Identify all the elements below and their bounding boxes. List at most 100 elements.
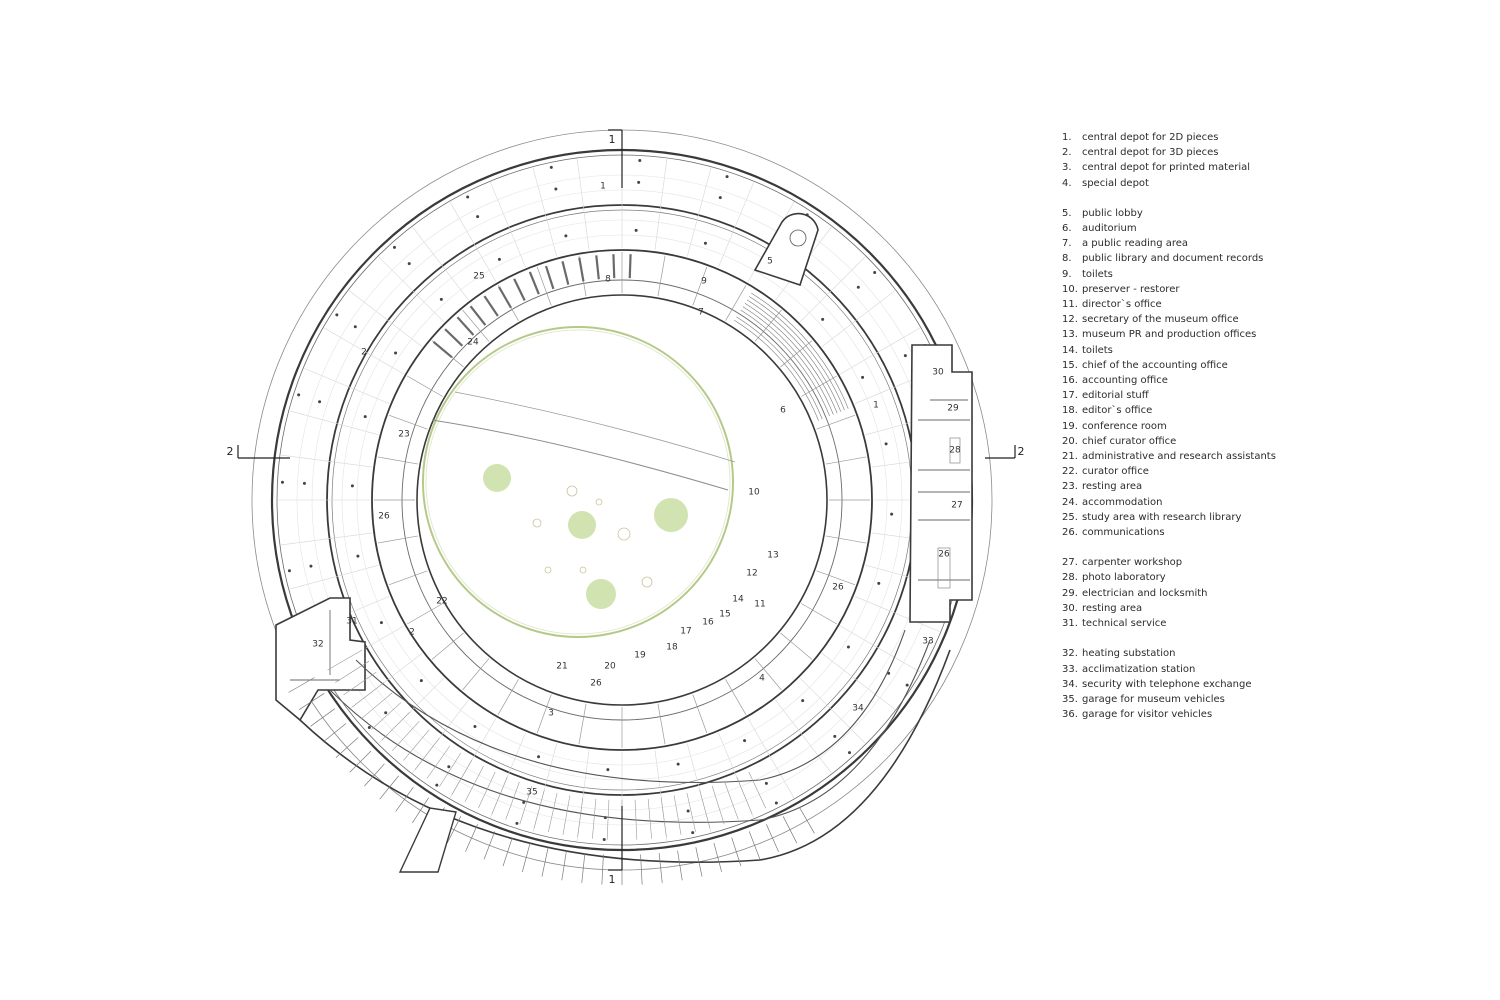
seating-row (744, 302, 838, 414)
legend-text: garage for museum vehicles (1082, 693, 1225, 705)
column-dot (435, 783, 439, 787)
grid-line (821, 290, 896, 347)
partition-line (431, 632, 464, 660)
column-dot (302, 481, 306, 485)
legend-item: 10.preserver - restorer (1062, 282, 1482, 297)
legend-text: editor`s office (1082, 405, 1153, 417)
legend-item: 23.resting area (1062, 479, 1482, 494)
column-dot (394, 351, 398, 355)
parking-stall-line (522, 842, 531, 872)
column-dot (497, 257, 501, 261)
tree-outline-icon (641, 576, 653, 588)
legend-number: 5. (1062, 207, 1072, 219)
legend-number: 9. (1062, 268, 1072, 280)
legend-number: 15. (1062, 359, 1078, 371)
legend-text: electrician and locksmith (1082, 587, 1208, 599)
partition-line (377, 456, 419, 465)
legend-item: 22.curator office (1062, 464, 1482, 479)
legend-item: 3.central depot for printed material (1062, 160, 1482, 175)
room-label: 26 (832, 583, 844, 593)
parking-stall-line (426, 745, 451, 779)
legend-number: 24. (1062, 496, 1078, 508)
column-dot (564, 234, 568, 238)
room-label: 27 (951, 501, 962, 511)
legend-text: technical service (1082, 618, 1167, 630)
legend-number: 6. (1062, 223, 1072, 235)
room-label: 20 (604, 662, 616, 672)
legend-item: 20.chief curator office (1062, 434, 1482, 449)
legend-number: 26. (1062, 527, 1078, 539)
parking-stall-line (686, 792, 696, 833)
parking-stall-line (695, 847, 703, 877)
room-label: 12 (746, 569, 757, 579)
legend-number: 13. (1062, 329, 1078, 341)
tree-icon (483, 464, 511, 492)
room-label: 7 (698, 308, 704, 318)
parking-stall-line (640, 854, 643, 885)
parking-stall-line (724, 781, 739, 820)
legend-item: 31. technical service (1062, 616, 1482, 631)
column-dot (821, 317, 825, 321)
legend-text: central depot for 2D pieces (1082, 132, 1219, 143)
parking-stall-line (533, 789, 545, 829)
legend-number: 10. (1062, 283, 1078, 295)
east-wing-bench (937, 547, 951, 589)
column-dot (848, 751, 852, 755)
column-dot (353, 325, 357, 329)
room-label: 35 (526, 788, 537, 798)
structural-columns (280, 158, 964, 842)
column-dot (447, 765, 451, 769)
courtyard (422, 326, 734, 638)
column-dot (676, 762, 680, 766)
partition-line (692, 694, 708, 734)
legend-text: photo laboratory (1082, 572, 1166, 584)
column-dot (287, 569, 291, 573)
partition-line (816, 414, 856, 430)
legend-item: 17. editorial stuff (1062, 388, 1482, 403)
legend-text: communications (1082, 527, 1165, 539)
legend-item: 28.photo laboratory (1062, 570, 1482, 585)
legend-item: 5.public lobby (1062, 206, 1482, 221)
grid-line (854, 596, 940, 632)
column-dot (350, 484, 354, 488)
room-label: 10 (748, 488, 760, 498)
column-dot (439, 297, 443, 301)
parking-stall-line (310, 708, 336, 727)
tree-outline-icon (579, 566, 587, 574)
legend-item: 19.conference room (1062, 419, 1482, 434)
column-dot (602, 838, 606, 842)
room-label: 1 (600, 182, 606, 192)
grid-ring (341, 219, 903, 781)
grid-line (840, 327, 921, 375)
room-label: 26 (590, 679, 602, 689)
grid-line (799, 256, 866, 323)
legend-text: editorial stuff (1082, 390, 1149, 402)
legend-number: 31. (1062, 618, 1078, 630)
east-wing-partitions (918, 399, 970, 581)
parking-stall-line (483, 831, 496, 860)
room-label: 2 (361, 348, 367, 358)
parking-stall-line (581, 853, 586, 883)
parking-stall-line (634, 799, 638, 840)
legend-number: 17. (1062, 390, 1078, 402)
auditorium-seating (734, 292, 849, 421)
column-dot (318, 400, 322, 404)
legend-number: 32. (1062, 648, 1078, 660)
legend-number: 7. (1062, 238, 1072, 250)
legend-text: security with telephone exchange (1082, 678, 1252, 690)
legend-number: 18. (1062, 405, 1078, 417)
room-label: 17 (680, 627, 691, 637)
room-label: 14 (732, 595, 744, 605)
column-dot (379, 621, 383, 625)
legend-text: study area with research library (1082, 511, 1242, 523)
parking-stall-line (505, 781, 520, 820)
room-label: 21 (556, 662, 567, 672)
legend-item: 29.electrician and locksmith (1062, 586, 1482, 601)
legend-text: public library and document records (1082, 253, 1264, 265)
column-dot (280, 480, 284, 484)
grid-line (280, 454, 373, 468)
parking-stall-line (392, 720, 420, 751)
legend-text: central depot for printed material (1082, 162, 1251, 174)
